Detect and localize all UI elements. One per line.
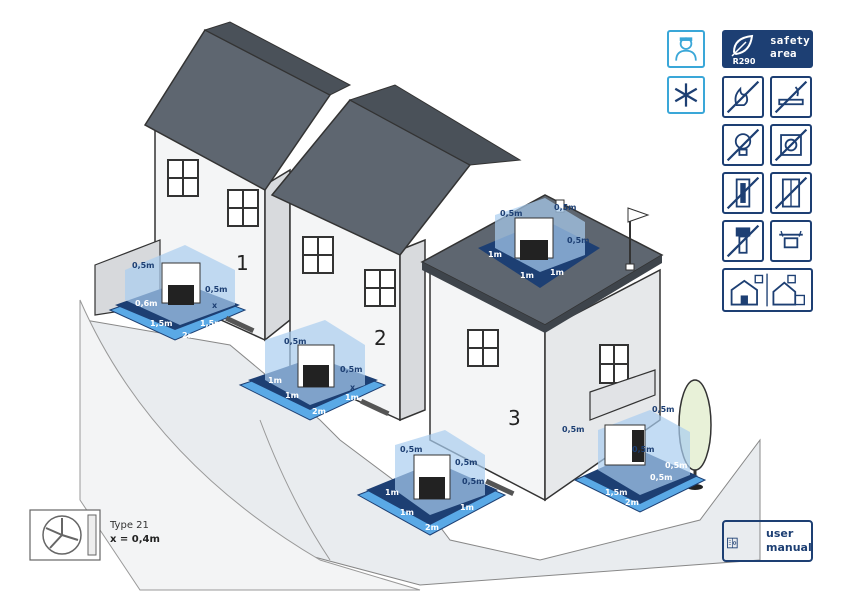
svg-text:0,5m: 0,5m: [500, 209, 523, 218]
manual-line-2: manual: [766, 541, 812, 554]
unit-type-label: Type 21: [109, 520, 149, 531]
safety-area-badge: safety area: [766, 30, 813, 68]
installer-icon: [667, 30, 705, 68]
no-vent-pipe-icon: [722, 220, 764, 262]
svg-text:1m: 1m: [285, 391, 299, 400]
svg-text:0,5m: 0,5m: [554, 203, 577, 212]
safety-zone-balcony: 0,5m 0,5m 0,5m 0,5m 0,5m 1,5m 2m: [562, 405, 707, 513]
svg-text:1m: 1m: [268, 376, 282, 385]
svg-text:0,5m: 0,5m: [284, 337, 307, 346]
svg-text:2m: 2m: [182, 331, 196, 340]
house-3-number: 3: [508, 406, 521, 430]
house-2-number: 2: [374, 326, 387, 350]
svg-text:0,5m: 0,5m: [205, 285, 228, 294]
unit-x-value: x = 0,4m: [110, 534, 160, 545]
safety-line-1: safety: [770, 34, 810, 47]
svg-text:x: x: [350, 383, 356, 392]
svg-text:1,5m: 1,5m: [200, 319, 223, 328]
house-1-number: 1: [236, 251, 249, 275]
svg-text:0,5m: 0,5m: [340, 365, 363, 374]
svg-text:1m: 1m: [460, 503, 474, 512]
house-check-icon: [722, 268, 813, 312]
user-manual-button[interactable]: user manual: [722, 520, 813, 562]
manual-line-1: user: [766, 527, 794, 540]
svg-text:2m: 2m: [625, 498, 639, 507]
no-window-icon: [770, 172, 812, 214]
safety-line-2: area: [770, 47, 797, 60]
refrigerant-r290-icon: R290: [722, 30, 766, 68]
svg-text:0,5m: 0,5m: [132, 261, 155, 270]
no-socket-icon: [770, 124, 812, 166]
svg-text:2m: 2m: [312, 407, 326, 416]
svg-text:1m: 1m: [345, 393, 359, 402]
svg-text:0,5m: 0,5m: [632, 445, 655, 454]
refrigerant-label: R290: [732, 57, 756, 66]
svg-text:x: x: [212, 301, 218, 310]
road: [79, 299, 421, 591]
safety-zone-3: 0,5m 0,5m 0,5m 1m 1m 2m 1m: [356, 430, 507, 536]
svg-text:0,5m: 0,5m: [650, 473, 673, 482]
no-light-bulb-icon: [722, 124, 764, 166]
unit-type-legend: Type 21 x = 0,4m: [29, 509, 160, 561]
svg-text:1m: 1m: [488, 250, 502, 259]
no-open-flame-icon: [722, 76, 764, 118]
svg-text:0,5m: 0,5m: [567, 236, 590, 245]
no-door-icon: [722, 172, 764, 214]
svg-text:0,5m: 0,5m: [665, 461, 688, 470]
svg-text:1,5m: 1,5m: [150, 319, 173, 328]
svg-text:0,6m: 0,6m: [135, 299, 158, 308]
svg-text:1m: 1m: [520, 271, 534, 280]
snowflake-icon: [667, 76, 705, 114]
svg-text:1m: 1m: [550, 268, 564, 277]
safety-zone-roof: 0,5m 0,5m 0,5m 1m 1m 1m: [478, 198, 600, 288]
svg-text:1m: 1m: [385, 488, 399, 497]
safety-zone-1: 0,5m 0,5m 0,6m 1,5m 1,5m 2m x: [108, 245, 247, 341]
svg-text:0,5m: 0,5m: [455, 458, 478, 467]
safety-zone-2: 0,5m 0,5m 1m 1m 2m 1m x: [238, 320, 387, 421]
svg-text:0,5m: 0,5m: [562, 425, 585, 434]
svg-text:1m: 1m: [400, 508, 414, 517]
svg-text:1,5m: 1,5m: [605, 488, 628, 497]
drain-grates: [225, 315, 515, 497]
drain-inlet-icon: [770, 220, 812, 262]
svg-text:0,5m: 0,5m: [462, 477, 485, 486]
svg-text:2m: 2m: [425, 523, 439, 532]
no-smoking-icon: [770, 76, 812, 118]
svg-text:0,5m: 0,5m: [400, 445, 423, 454]
svg-text:0,5m: 0,5m: [652, 405, 675, 414]
